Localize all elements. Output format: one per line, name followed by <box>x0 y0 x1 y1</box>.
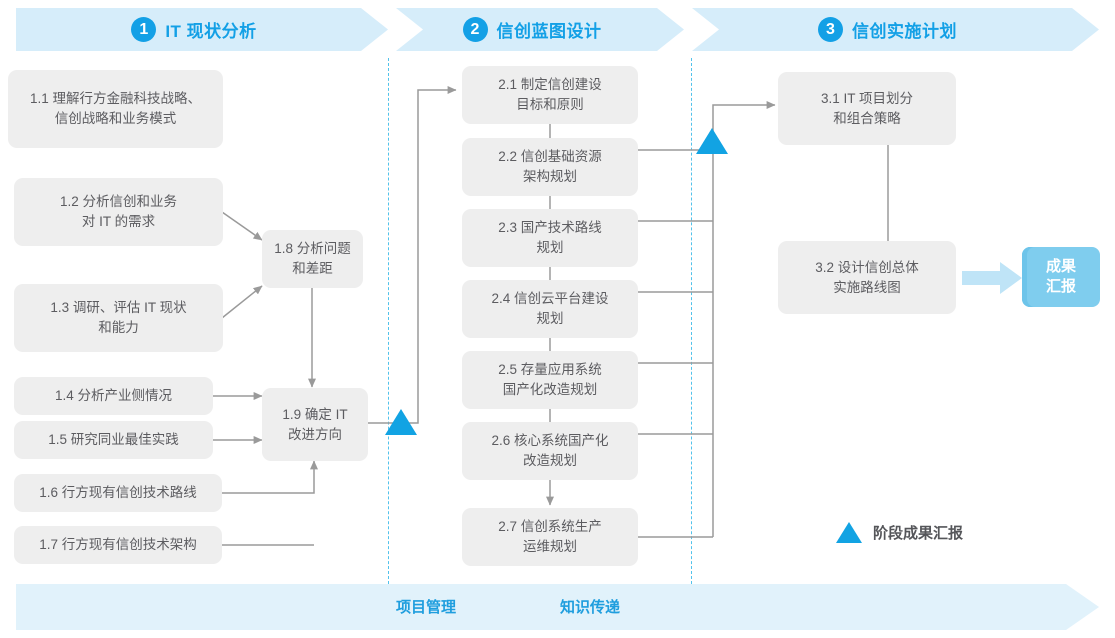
node-2-1[interactable]: 2.1 制定信创建设 目标和原则 <box>462 66 638 124</box>
legend: 阶段成果汇报 <box>836 522 963 543</box>
phase-number-badge-3: 3 <box>818 17 843 42</box>
milestone-triangle-phase2 <box>696 128 728 154</box>
node-2-6[interactable]: 2.6 核心系统国产化 改造规划 <box>462 422 638 480</box>
result-chip[interactable]: 成果 汇报 <box>1022 247 1100 307</box>
node-2-2[interactable]: 2.2 信创基础资源 架构规划 <box>462 138 638 196</box>
node-1-5[interactable]: 1.5 研究同业最佳实践 <box>14 421 213 459</box>
node-3-1[interactable]: 3.1 IT 项目划分 和组合策略 <box>778 72 956 145</box>
node-1-1[interactable]: 1.1 理解行方金融科技战略、 信创战略和业务模式 <box>8 70 223 148</box>
phase-banner-3-content: 3 信创实施计划 <box>818 17 957 42</box>
phase-title-2: 信创蓝图设计 <box>496 22 602 41</box>
phase-title-3: 信创实施计划 <box>852 22 957 41</box>
phase-banner-1-content: 1 IT 现状分析 <box>131 17 256 42</box>
bottom-track-label-2: 知识传递 <box>560 599 621 616</box>
node-1-3[interactable]: 1.3 调研、评估 IT 现状 和能力 <box>14 284 223 352</box>
legend-label: 阶段成果汇报 <box>873 525 964 542</box>
node-1-2[interactable]: 1.2 分析信创和业务 对 IT 的需求 <box>14 178 223 246</box>
phase-banner-3[interactable]: 3 信创实施计划 <box>692 8 1099 51</box>
phase-banner-2-content: 2 信创蓝图设计 <box>462 17 602 42</box>
column-separator-right <box>691 58 692 584</box>
phase-banner-1[interactable]: 1 IT 现状分析 <box>16 8 388 51</box>
node-2-3[interactable]: 2.3 国产技术路线 规划 <box>462 209 638 267</box>
node-3-2[interactable]: 3.2 设计信创总体 实施路线图 <box>778 241 956 314</box>
phase-banner-2[interactable]: 2 信创蓝图设计 <box>396 8 684 51</box>
bottom-track <box>16 584 1099 630</box>
triangle-up-icon <box>836 522 862 543</box>
milestone-triangle-phase1 <box>385 409 417 435</box>
node-2-5[interactable]: 2.5 存量应用系统 国产化改造规划 <box>462 351 638 409</box>
phase-number-badge-2: 2 <box>462 17 488 42</box>
phase-number-badge-1: 1 <box>131 17 157 42</box>
node-2-4[interactable]: 2.4 信创云平台建设 规划 <box>462 280 638 338</box>
node-1-4[interactable]: 1.4 分析产业侧情况 <box>14 377 213 415</box>
node-1-7[interactable]: 1.7 行方现有信创技术架构 <box>14 526 222 564</box>
node-1-9[interactable]: 1.9 确定 IT 改进方向 <box>262 388 368 461</box>
node-1-6[interactable]: 1.6 行方现有信创技术路线 <box>14 474 222 512</box>
node-2-7[interactable]: 2.7 信创系统生产 运维规划 <box>462 508 638 566</box>
result-arrow-icon <box>962 262 1022 294</box>
bottom-track-label-1: 项目管理 <box>396 599 457 616</box>
node-1-8[interactable]: 1.8 分析问题 和差距 <box>262 230 363 288</box>
phase-title-1: IT 现状分析 <box>165 22 257 41</box>
column-separator-left <box>388 58 389 584</box>
